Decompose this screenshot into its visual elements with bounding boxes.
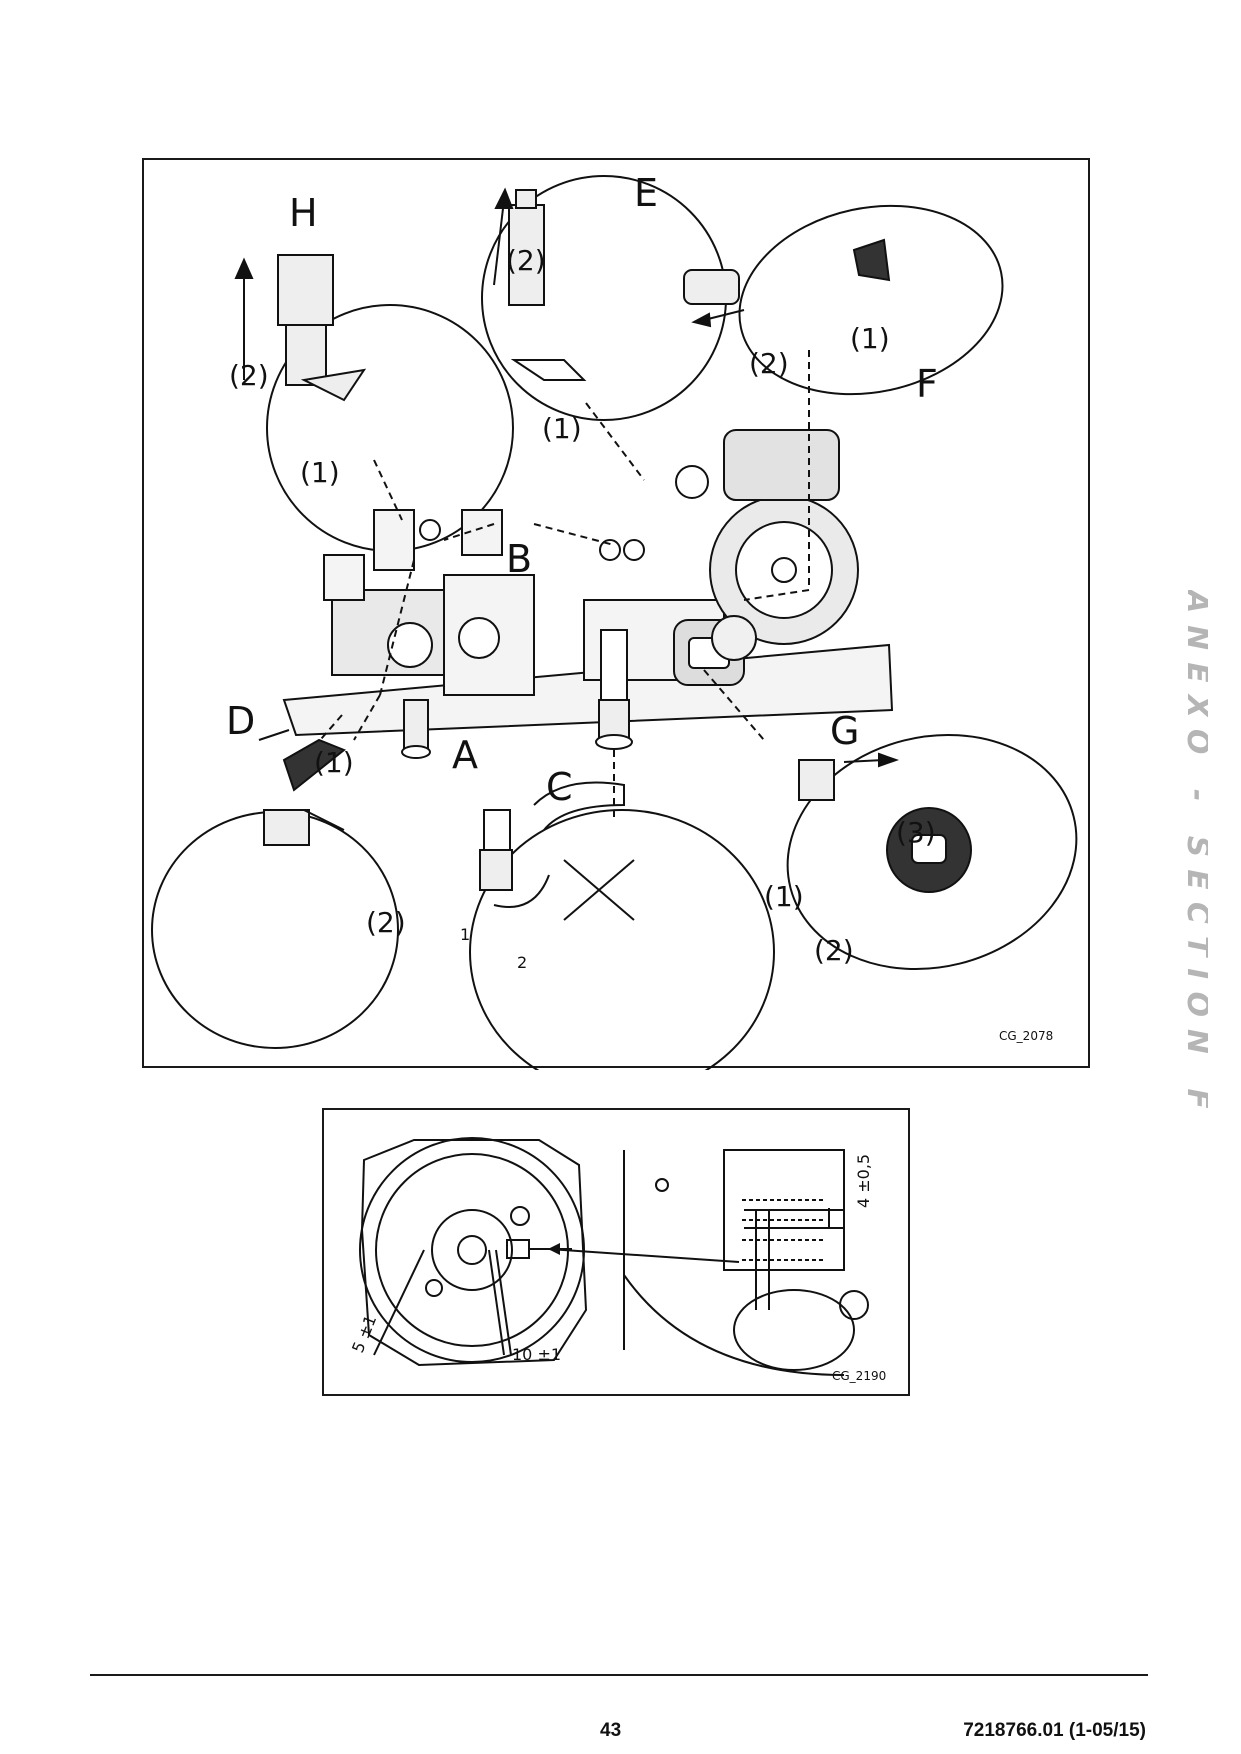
step-d-1: (1) <box>314 746 354 779</box>
step-h-2: (2) <box>229 359 269 392</box>
step-f-1: (1) <box>850 322 890 355</box>
hydraulic-block-drawing: H E F B D A C G (2) (1) (2) (1) (2) (1) … <box>151 171 1078 1070</box>
detail-h-sensor <box>234 254 367 402</box>
step-e-2: (2) <box>506 244 546 277</box>
dim-10: 10 ±1 <box>512 1345 561 1364</box>
label-c: C <box>546 765 573 809</box>
burner-plate <box>359 1137 588 1367</box>
step-c-n2: 2 <box>517 953 527 972</box>
footer-rule <box>90 1674 1148 1676</box>
label-f: F <box>916 362 938 406</box>
dim-5: 5 ±1 <box>348 1312 380 1355</box>
step-g-1: (1) <box>764 880 804 913</box>
figure-hydraulic-block: H E F B D A C G (2) (1) (2) (1) (2) (1) … <box>142 158 1090 1070</box>
document-reference: 7218766.01 (1-05/15) <box>963 1720 1146 1741</box>
dim-4: 4 ±0,5 <box>854 1154 873 1208</box>
step-f-2: (2) <box>749 347 789 380</box>
detail-circle-d <box>151 811 399 1049</box>
label-d: D <box>226 699 255 743</box>
burner-electrode-drawing: 5 ±1 10 ±1 4 ±0,5 CG_2190 <box>348 1137 886 1383</box>
label-h: H <box>289 191 318 235</box>
detail-c-drain <box>479 781 635 921</box>
label-e: E <box>634 171 658 215</box>
electrode-detail <box>623 1149 869 1376</box>
figure-code: CG_2078 <box>999 1029 1053 1043</box>
detail-g-gauge <box>798 752 972 893</box>
step-g-3: (3) <box>896 816 936 849</box>
projection-line <box>548 1248 740 1263</box>
detail-d-clip <box>258 729 346 846</box>
figure-code: CG_2190 <box>832 1369 886 1383</box>
detail-e-valve <box>493 187 587 381</box>
detail-f-sensor <box>683 238 891 328</box>
projection-arrow <box>548 1243 560 1255</box>
label-b: B <box>506 537 532 581</box>
step-g-2: (2) <box>814 934 854 967</box>
main-assembly <box>282 429 894 759</box>
label-g: G <box>830 709 859 753</box>
detail-circle-g <box>786 733 1078 971</box>
label-a: A <box>452 733 478 777</box>
detail-circle-f <box>738 204 1004 396</box>
step-c-n1: 1 <box>460 925 470 944</box>
step-d-2: (2) <box>366 906 406 939</box>
side-title: ANEXO - SECTION F <box>1168 588 1215 1190</box>
side-title-text: ANEXO - SECTION F <box>1180 590 1208 1121</box>
step-e-1: (1) <box>542 412 582 445</box>
page-number: 43 <box>600 1720 622 1741</box>
step-h-1: (1) <box>300 456 340 489</box>
detail-circle-c <box>469 809 775 1070</box>
figure-burner-electrode: 5 ±1 10 ±1 4 ±0,5 CG_2190 <box>322 1108 910 1396</box>
